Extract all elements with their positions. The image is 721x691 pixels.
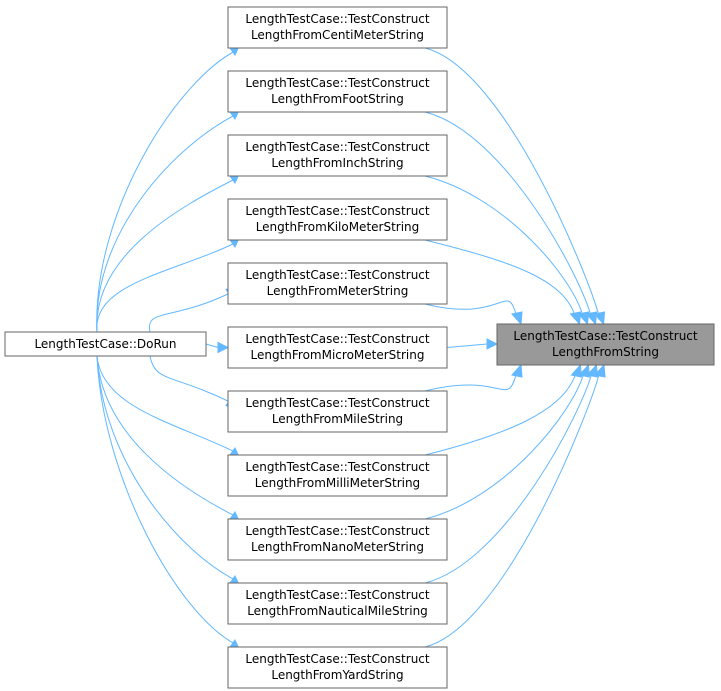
edge-to-target: [424, 300, 518, 319]
edge-from-root: [96, 113, 238, 333]
edge-from-root: [96, 49, 238, 333]
arrowhead-icon: [570, 363, 582, 378]
edge-to-target: [424, 370, 593, 584]
caller-node-label-line2: LengthFromInchString: [271, 156, 403, 170]
edge-to-target: [424, 370, 601, 648]
caller-node-label-line2: LengthFromMeterString: [267, 284, 409, 298]
edge-from-root: [96, 355, 238, 646]
caller-node-foot[interactable]: LengthTestCase::TestConstructLengthFromF…: [227, 70, 448, 113]
target-node[interactable]: LengthTestCase::TestConstruct LengthFrom…: [496, 323, 715, 366]
caller-node-yard[interactable]: LengthTestCase::TestConstructLengthFromY…: [227, 646, 448, 689]
caller-node-label-line2: LengthFromNanoMeterString: [251, 540, 424, 554]
arrowhead-icon: [578, 363, 590, 378]
arrowhead-icon: [594, 363, 606, 378]
edge-from-root: [205, 343, 219, 348]
edge-to-target: [424, 111, 593, 319]
edge-from-root: [149, 355, 234, 404]
arrowhead-icon: [585, 311, 598, 326]
edge-from-root: [96, 241, 238, 333]
caller-node-centimeter[interactable]: LengthTestCase::TestConstructLengthFromC…: [227, 6, 448, 49]
target-node-label-line2: LengthFromString: [552, 345, 659, 359]
caller-node-nanometer[interactable]: LengthTestCase::TestConstructLengthFromN…: [227, 518, 448, 561]
caller-node-micrometer[interactable]: LengthTestCase::TestConstructLengthFromM…: [227, 326, 448, 369]
edge-from-root: [96, 355, 238, 518]
caller-node-label-line2: LengthFromNauticalMileString: [247, 604, 428, 618]
caller-node-label-line2: LengthFromMicroMeterString: [251, 348, 425, 362]
edge-to-target: [446, 343, 488, 348]
caller-node-label-line2: LengthFromFootString: [271, 92, 404, 106]
edge-from-root: [148, 291, 234, 333]
arrowhead-icon: [569, 311, 582, 326]
caller-node-inch[interactable]: LengthTestCase::TestConstructLengthFromI…: [227, 134, 448, 177]
edge-from-root: [96, 177, 238, 333]
arrowhead-icon: [593, 311, 606, 326]
arrowhead-icon: [217, 341, 230, 354]
caller-node-label-line1: LengthTestCase::TestConstruct: [245, 396, 430, 410]
caller-node-label-line1: LengthTestCase::TestConstruct: [245, 460, 430, 474]
caller-node-label-line2: LengthFromMilliMeterString: [255, 476, 420, 490]
arrowhead-icon: [511, 311, 523, 326]
caller-node-kilometer[interactable]: LengthTestCase::TestConstructLengthFromK…: [227, 198, 448, 241]
caller-node-label-line1: LengthTestCase::TestConstruct: [245, 524, 430, 538]
edge-to-target: [424, 175, 585, 319]
caller-node-label-line1: LengthTestCase::TestConstruct: [245, 76, 430, 90]
edge-to-target: [424, 370, 518, 392]
root-node[interactable]: LengthTestCase::DoRun: [4, 331, 207, 357]
caller-node-label-line2: LengthFromKiloMeterString: [256, 220, 420, 234]
caller-node-label-line1: LengthTestCase::TestConstruct: [245, 588, 430, 602]
caller-node-label-line1: LengthTestCase::TestConstruct: [245, 140, 430, 154]
caller-node-label-line2: LengthFromMileString: [272, 412, 403, 426]
caller-node-mile[interactable]: LengthTestCase::TestConstructLengthFromM…: [227, 390, 448, 433]
middle-nodes: LengthTestCase::TestConstructLengthFromC…: [227, 6, 448, 689]
caller-node-label-line1: LengthTestCase::TestConstruct: [245, 268, 430, 282]
edge-to-target: [424, 47, 601, 319]
edge-to-target: [424, 370, 585, 520]
root-node-label: LengthTestCase::DoRun: [34, 337, 176, 351]
caller-node-label-line2: LengthFromCentiMeterString: [251, 28, 424, 42]
edge-to-target: [424, 370, 577, 456]
caller-node-label-line1: LengthTestCase::TestConstruct: [245, 332, 430, 346]
caller-node-meter[interactable]: LengthTestCase::TestConstructLengthFromM…: [227, 262, 448, 305]
arrowhead-icon: [511, 363, 523, 378]
caller-node-millimeter[interactable]: LengthTestCase::TestConstructLengthFromM…: [227, 454, 448, 497]
caller-node-nauticalmile[interactable]: LengthTestCase::TestConstructLengthFromN…: [227, 582, 448, 625]
edge-from-root: [96, 355, 238, 454]
caller-node-label-line1: LengthTestCase::TestConstruct: [245, 12, 430, 26]
caller-node-label-line1: LengthTestCase::TestConstruct: [245, 652, 430, 666]
caller-node-label-line1: LengthTestCase::TestConstruct: [245, 204, 430, 218]
target-node-label-line1: LengthTestCase::TestConstruct: [513, 329, 698, 343]
arrowhead-icon: [586, 363, 598, 378]
arrowhead-icon: [577, 311, 590, 326]
edge-to-target: [424, 239, 577, 319]
edge-from-root: [96, 355, 238, 582]
caller-node-label-line2: LengthFromYardString: [271, 668, 403, 682]
arrowhead-icon: [486, 338, 499, 350]
